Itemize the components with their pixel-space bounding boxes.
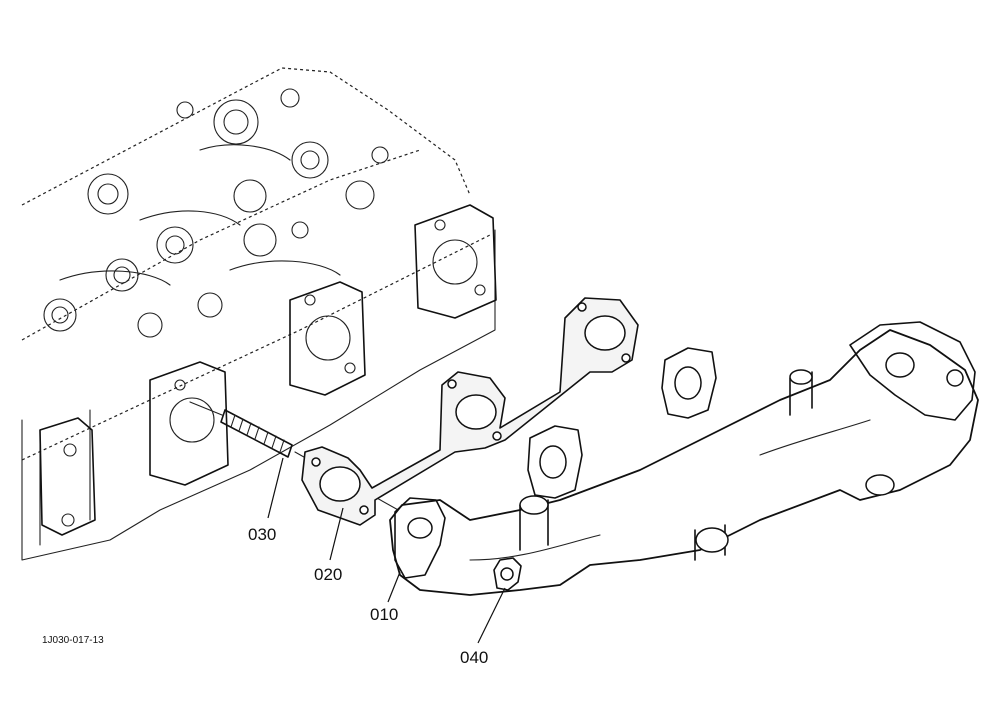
- head-top-details: [43, 88, 389, 338]
- cylinder-head: [21, 67, 497, 561]
- part-label-stud: 030: [248, 525, 276, 544]
- head-end-boss: [39, 417, 96, 536]
- leader-lines: [267, 457, 506, 644]
- head-port-3: [414, 204, 497, 319]
- head-port-1: [149, 361, 229, 486]
- flange-nut: [493, 557, 522, 591]
- part-label-manifold: 010: [370, 605, 398, 624]
- head-port-2: [289, 281, 366, 396]
- stud-bolt: [220, 409, 293, 458]
- part-label-gasket: 020: [314, 565, 342, 584]
- manifold-gasket: [301, 297, 639, 526]
- reference-code: 1J030-017-13: [42, 635, 104, 646]
- exhaust-manifold: [389, 321, 979, 596]
- part-label-nut: 040: [460, 648, 488, 667]
